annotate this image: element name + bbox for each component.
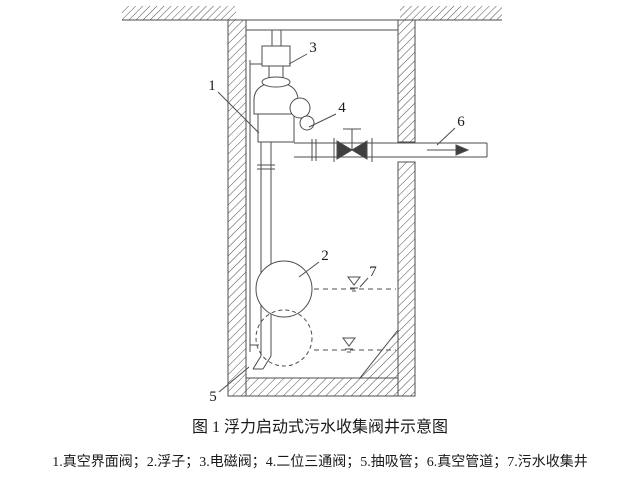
float — [255, 260, 313, 367]
suction-pipe — [252, 142, 275, 370]
flow-arrow — [427, 144, 470, 156]
water-level-symbol-upper — [347, 276, 361, 286]
leader-line-5 — [218, 366, 250, 393]
float-lower-position — [255, 309, 313, 367]
pipeline-valve — [336, 128, 368, 160]
leader-line-2 — [298, 261, 320, 278]
well-corner-benching — [358, 328, 399, 379]
callout-labels: 1 2 3 4 5 6 7 — [208, 40, 465, 405]
figure-legend: 1.真空界面阀；2.浮子；3.电磁阀；4.二位三通阀；5.抽吸管；6.真空管道；… — [52, 453, 588, 470]
water-levels — [314, 276, 396, 353]
leader-line-4 — [308, 113, 337, 128]
well-structure — [227, 19, 416, 397]
callout-4-label: 4 — [338, 100, 346, 116]
ground-surface — [122, 6, 502, 21]
callout-3-label: 3 — [309, 40, 317, 56]
well-bottom-slab — [245, 377, 399, 397]
callout-7-label: 7 — [369, 264, 377, 280]
solenoid-valve — [261, 30, 291, 81]
leader-line-7 — [359, 277, 369, 288]
well-right-wall-upper — [397, 19, 416, 143]
leader-line-3 — [288, 53, 308, 65]
callout-2-label: 2 — [321, 248, 329, 264]
leader-lines — [217, 53, 456, 393]
callout-5-label: 5 — [209, 389, 217, 405]
vacuum-interface-valve — [253, 76, 299, 143]
callout-6-label: 6 — [457, 114, 465, 130]
water-level-symbol-lower — [342, 337, 356, 347]
figure-caption: 图 1 浮力启动式污水收集阀井示意图 — [192, 417, 448, 436]
ground-hatch-left — [122, 6, 236, 20]
ground-hatch-right — [400, 6, 502, 20]
well-right-wall-lower — [397, 161, 416, 397]
well-left-wall — [227, 19, 247, 397]
callout-1-label: 1 — [208, 78, 216, 94]
float-upper-position — [255, 260, 313, 318]
leader-line-6 — [436, 127, 456, 146]
mounting-rail — [249, 60, 262, 352]
leader-line-1 — [217, 91, 260, 134]
vacuum-pipeline — [294, 138, 488, 162]
